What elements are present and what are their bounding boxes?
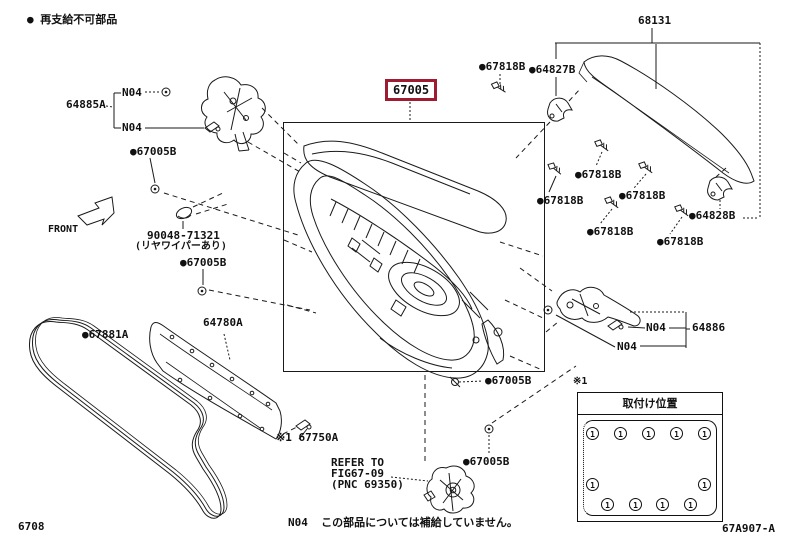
mounting-position-outline: [583, 420, 717, 516]
bolt-icon: [490, 80, 508, 93]
mounting-position-title: 取付け位置: [578, 393, 722, 415]
position-mark: 1: [698, 427, 711, 440]
position-mark: 1: [684, 498, 697, 511]
callout-67750a[interactable]: ※1 67750A: [276, 431, 339, 444]
callout-64827b[interactable]: ●64827B: [529, 63, 576, 76]
position-mark: 1: [698, 478, 711, 491]
callout-68131[interactable]: 68131: [638, 14, 672, 27]
front-arrow-icon: [77, 196, 115, 226]
bolt-icon: [603, 195, 621, 209]
back-door-glass-drawing: [490, 28, 760, 217]
highlighted-part-67005[interactable]: 67005: [385, 79, 438, 101]
position-mark: 1: [642, 427, 655, 440]
position-mark: 1: [670, 427, 683, 440]
callout-n04-right-bottom[interactable]: N04: [617, 340, 637, 353]
callout-67005b-mid[interactable]: ●67005B: [180, 256, 227, 269]
footer-note: N04 この部品については補給していません。: [288, 517, 518, 529]
bolt-icon: [637, 160, 655, 174]
trim-board-drawing: [149, 322, 312, 440]
clip-icons: [149, 157, 207, 296]
callout-67881a[interactable]: ●67881A: [82, 328, 129, 341]
callout-90048[interactable]: 90048-71321: [147, 229, 220, 242]
callout-64780a[interactable]: 64780A: [203, 316, 243, 329]
front-label: FRONT: [48, 224, 79, 235]
grommet-drawing: [175, 206, 193, 229]
refer-note-line1: REFER TO: [331, 456, 384, 469]
clip-icon: [204, 121, 221, 133]
callout-90048-note: (リヤワイパーあり): [135, 241, 227, 252]
bolt-icon: [673, 203, 691, 217]
refer-note-line2: FIG67-09: [331, 467, 384, 480]
clip-icon: [543, 305, 553, 315]
hinge-64886-drawing: [543, 286, 690, 348]
callout-67818b-4[interactable]: ●67818B: [587, 225, 634, 238]
callout-67818b-5[interactable]: ●67818B: [657, 235, 704, 248]
footer-note-code: N04: [288, 516, 308, 529]
callout-67818b-1[interactable]: ●67818B: [575, 168, 622, 181]
back-door-panel-drawing: [283, 122, 545, 379]
clip-icon: [161, 87, 171, 97]
clip-icon: [295, 419, 312, 431]
callout-n04-left-top[interactable]: N04: [122, 86, 142, 99]
table-marker: ※1: [573, 376, 588, 387]
callout-n04-right-top[interactable]: N04: [646, 321, 666, 334]
callout-64828b[interactable]: ●64828B: [689, 209, 736, 222]
highlighted-part-number: 67005: [393, 83, 430, 97]
footer-note-text: この部品については補給していません。: [321, 516, 518, 529]
position-mark: 1: [629, 498, 642, 511]
callout-67005b-corner[interactable]: ●67005B: [485, 374, 532, 387]
callout-67818b-3[interactable]: ●67818B: [619, 189, 666, 202]
callout-64886[interactable]: 64886: [692, 321, 726, 334]
weatherstrip-drawing: [29, 317, 228, 519]
callout-67005b-lock[interactable]: ●67005B: [463, 455, 510, 468]
mounting-position-table: 取付け位置 1 1 1 1 1 1 1 1 1 1 1: [577, 392, 723, 522]
legend-note: ● 再支給不可部品: [27, 13, 118, 26]
hinge-check-drawing: [113, 76, 266, 152]
dashed-projection-lines: [163, 87, 727, 464]
position-mark: 1: [656, 498, 669, 511]
position-mark: 1: [586, 427, 599, 440]
position-mark: 1: [614, 427, 627, 440]
bolt-icon: [545, 161, 564, 175]
callout-67005b-hinge[interactable]: ●67005B: [130, 145, 177, 158]
figure-number: 6708: [18, 520, 45, 533]
refer-note-line3: (PNC 69350): [331, 478, 404, 491]
callout-64885a[interactable]: 64885A: [66, 98, 106, 111]
callout-67818b-top[interactable]: ●67818B: [479, 60, 526, 73]
callout-67818b-2[interactable]: ●67818B: [537, 194, 584, 207]
callout-n04-left-bottom[interactable]: N04: [122, 121, 142, 134]
position-mark: 1: [601, 498, 614, 511]
bolt-icon: [593, 138, 611, 152]
leader-lines: [105, 43, 761, 482]
lock-assembly-drawing: [423, 465, 475, 514]
position-mark: 1: [586, 478, 599, 491]
document-number: 67A907-A: [722, 522, 775, 535]
